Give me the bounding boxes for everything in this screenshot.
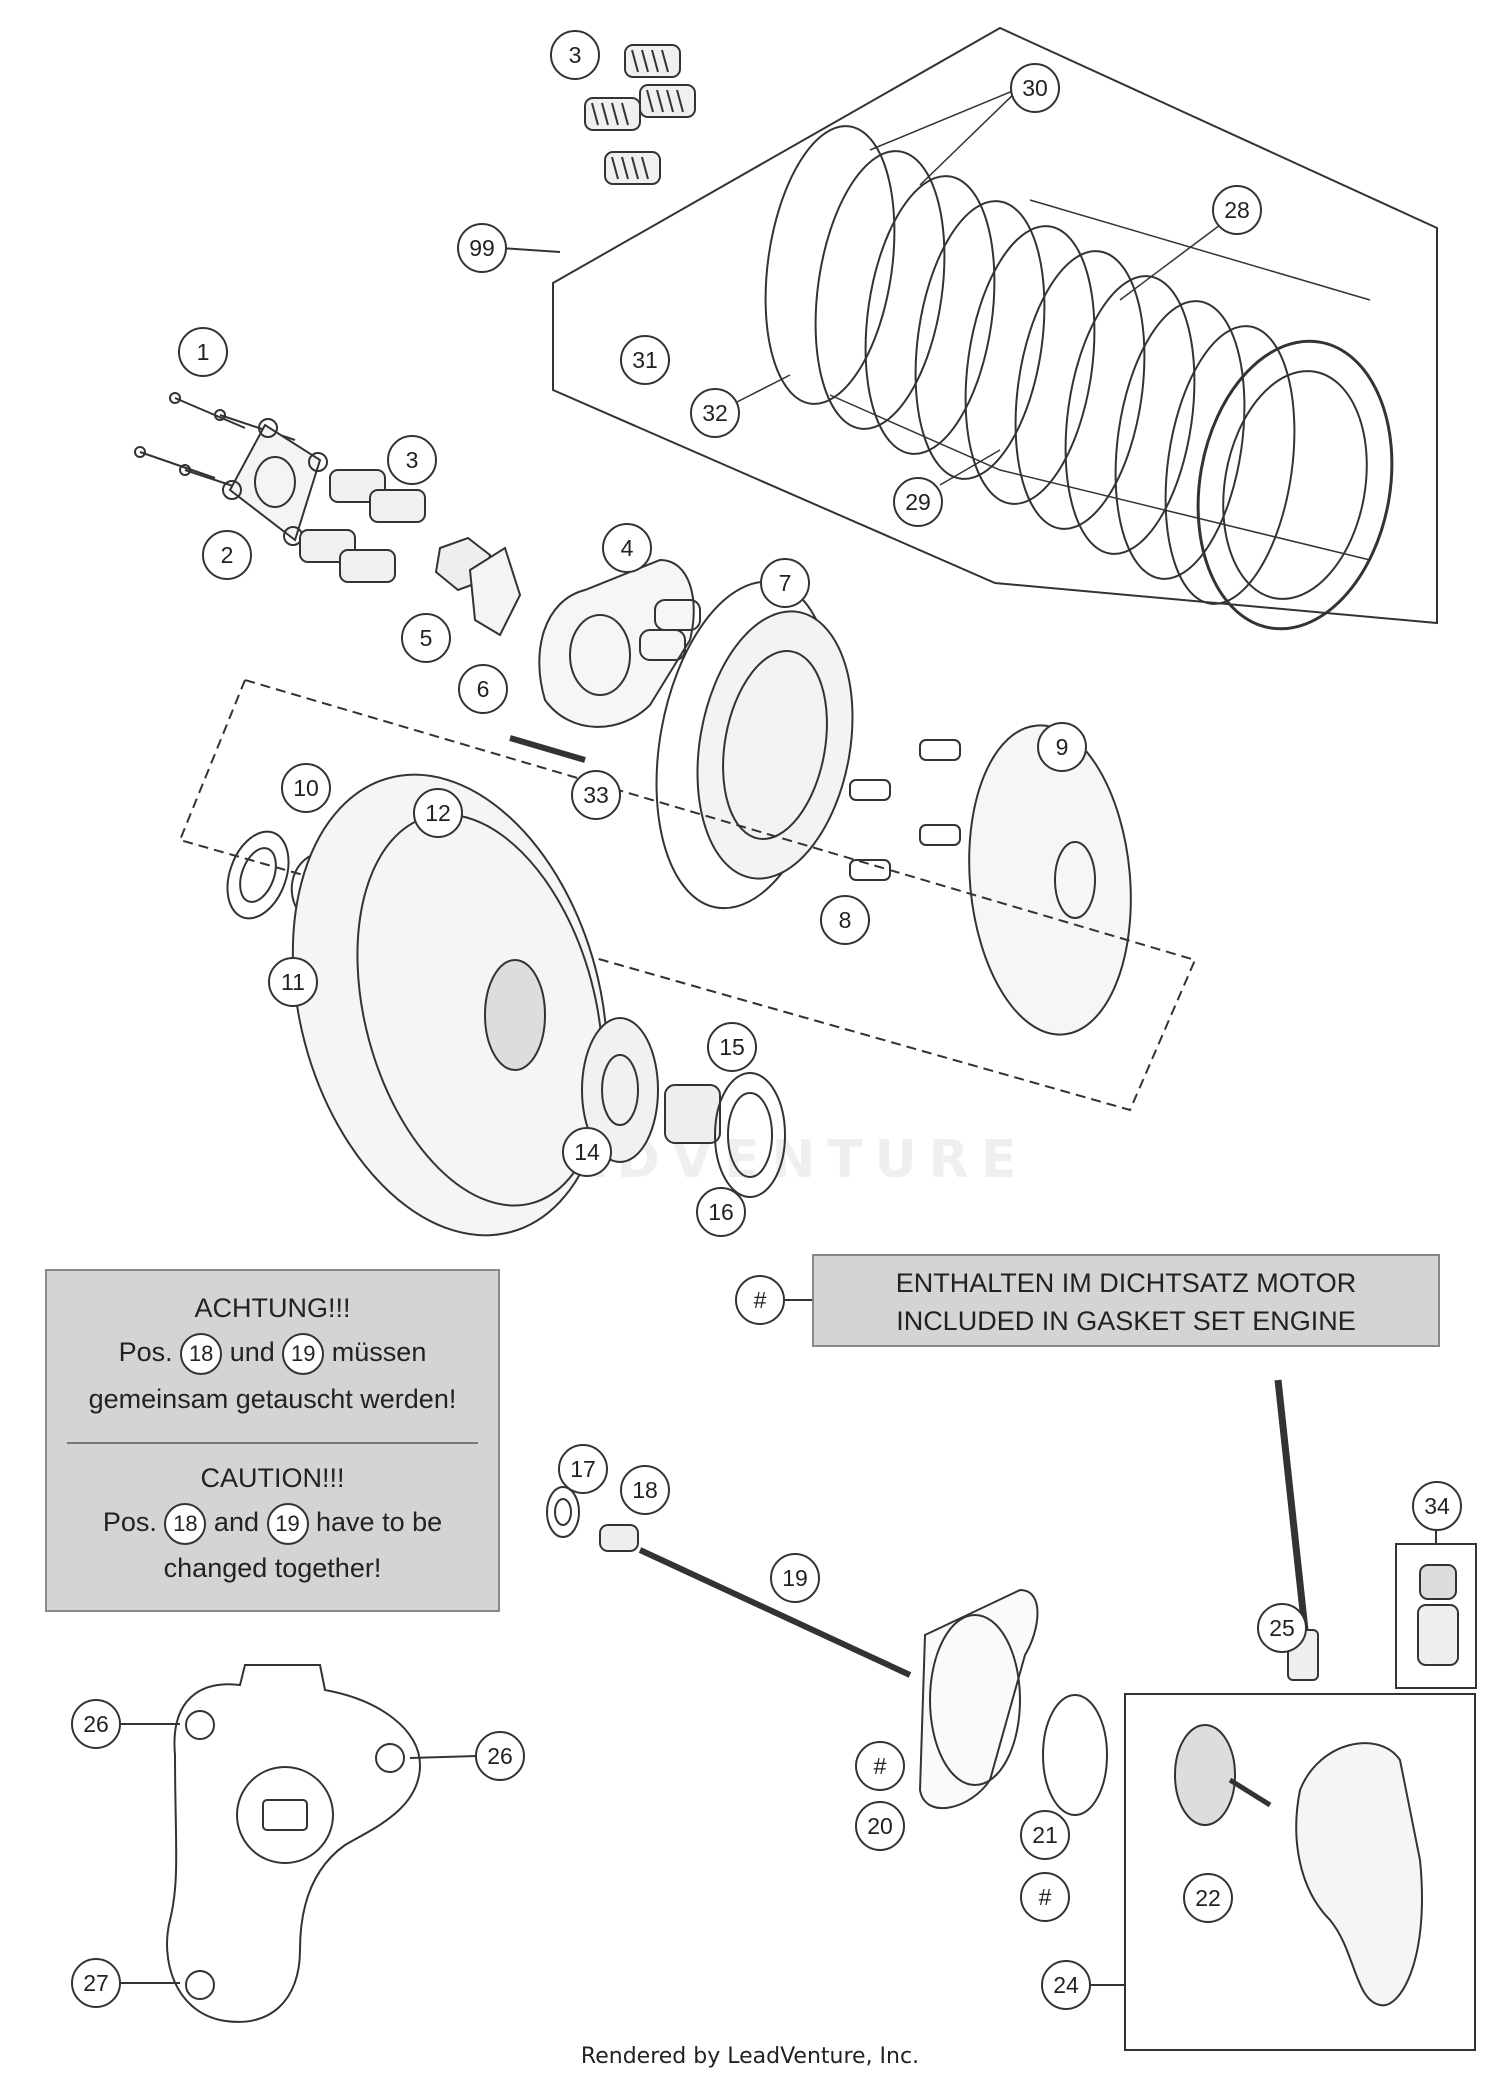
damper-springs [849,739,961,881]
callout-20: 20 [867,1813,893,1839]
seal-ring [226,830,290,920]
assembly-outline [178,678,1197,1112]
bleeder-shaft [1274,1379,1319,1681]
primary-gear [581,1017,659,1163]
spring-plate [222,418,328,546]
pin-33 [509,735,586,763]
slave-cylinder-box [1124,1693,1476,2051]
callout-3-middle: 3 [406,447,419,473]
callout-11: 11 [281,969,305,995]
warning-en-line2: Pos. 18 and 19 have to be [47,1503,498,1545]
slave-housing [1295,1742,1423,2007]
lock-washer [468,546,522,637]
warning-en-tail: have to be [316,1507,443,1538]
warning-note: ACHTUNG!!! Pos. 18 und 19 müssen gemeins… [45,1269,500,1612]
callout-17: 17 [570,1456,596,1482]
callout-circles [71,30,1462,2010]
cover-leaders [118,1723,478,1984]
callout-1: 1 [197,339,210,365]
callout-29: 29 [905,489,931,515]
warning-en-title: CAUTION!!! [200,1463,345,1493]
warning-de-ref-a: 18 [180,1333,223,1375]
warning-en-pos: Pos. [102,1507,157,1538]
callout-26-left: 26 [83,1711,109,1737]
warning-de-line2: Pos. 18 und 19 müssen [47,1333,498,1375]
warning-en-ref-a: 18 [164,1503,207,1545]
callout-8: 8 [839,907,852,933]
callout-9: 9 [1056,734,1069,760]
callout-2: 2 [221,542,234,568]
outer-clutch-basket [291,773,609,1237]
warning-en-and: and [213,1507,259,1538]
callout-6: 6 [477,676,490,702]
callout-27: 27 [83,1970,109,1996]
callout-22: 22 [1195,1885,1221,1911]
gasket-note-line2: INCLUDED IN GASKET SET ENGINE [896,1306,1356,1336]
warning-en-line3: changed together! [163,1553,382,1583]
callout-14: 14 [574,1139,600,1165]
callout-3-top: 3 [569,42,582,68]
warning-de-line3: gemeinsam getauscht werden! [88,1384,457,1414]
callout-25: 25 [1269,1615,1295,1641]
gasket-note-line1: ENTHALTEN IM DICHTSATZ MOTOR [895,1268,1357,1298]
callout-18: 18 [632,1477,658,1503]
callout-28: 28 [1224,197,1250,223]
shaft-seal [546,1486,580,1538]
thrust-washer [714,1072,786,1198]
o-ring [1042,1694,1108,1816]
warning-de-and: und [229,1337,275,1368]
callout-32: 32 [702,400,728,426]
callout-19: 19 [782,1565,808,1591]
bleeder-kit-parts [1417,1564,1459,1666]
warning-divider [67,1442,478,1444]
spring-set-middle [299,469,426,583]
push-rod [638,1547,912,1678]
callout-21: 21 [1032,1822,1058,1848]
callout-5: 5 [420,625,433,651]
needle-bearing [664,1084,721,1144]
plate-leaders [734,87,1371,561]
callout-12: 12 [425,800,451,826]
warning-de-title: ACHTUNG!!! [194,1293,351,1323]
pressure-disc [968,724,1132,1036]
warning-en-ref-b: 19 [266,1503,309,1545]
callout-7: 7 [779,570,792,596]
callout-gasket-symbol: # [754,1287,767,1313]
callout-16: 16 [708,1199,734,1225]
leader-99 [499,247,561,253]
callout-34: 34 [1424,1493,1450,1519]
slave-piston [1174,1724,1272,1826]
callout-31: 31 [632,347,658,373]
callout-4: 4 [621,535,634,561]
callout-33: 33 [583,782,609,808]
gasket [918,1588,1039,1809]
clutch-cover [166,1664,422,2023]
callout-15: 15 [719,1034,745,1060]
pressure-plate [538,558,701,728]
warning-de-tail: müssen [331,1337,427,1368]
callout-30: 30 [1022,75,1048,101]
callout-26-right: 26 [487,1743,513,1769]
callout-99: 99 [469,235,495,261]
plate-kit-outline [552,26,1438,625]
clutch-plate-stack [764,125,1394,631]
callout-20-hash: # [874,1753,887,1779]
footer-credit: Rendered by LeadVenture, Inc. [580,2044,920,2069]
callout-10: 10 [293,775,319,801]
warning-de-ref-b: 19 [282,1333,325,1375]
bushing [599,1524,639,1552]
gasket-set-note: ENTHALTEN IM DICHTSATZ MOTOR INCLUDED IN… [812,1254,1440,1347]
callout-21-hash: # [1039,1884,1052,1910]
warning-de-pos: Pos. [118,1337,173,1368]
spring-set-top [584,44,696,185]
callout-24: 24 [1053,1972,1079,1998]
